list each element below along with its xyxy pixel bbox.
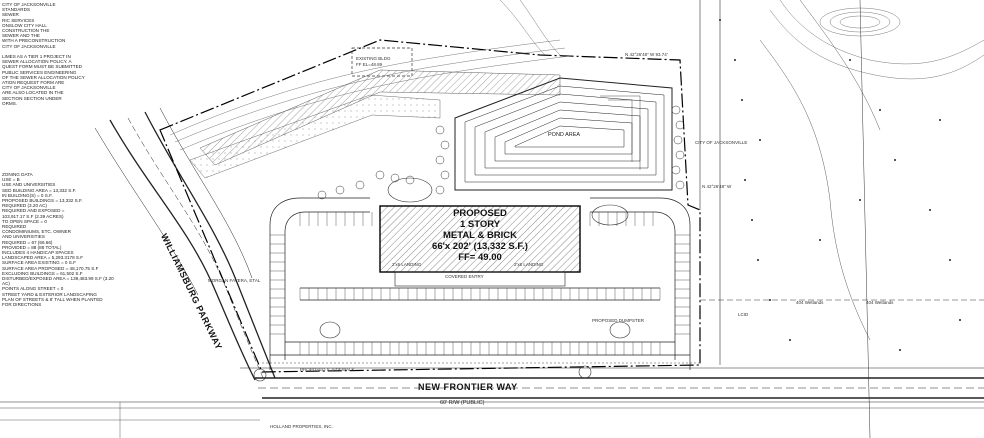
spot-elevation-marker (757, 259, 759, 261)
spot-elevation-marker (819, 239, 821, 241)
spot-elevation-marker (859, 199, 861, 201)
landing-label-b: 2'x6 LANDING (514, 262, 544, 267)
general-notes: CITY OF JACKSONVILLE STANDARDS SEWER RIC… (2, 2, 85, 106)
frontier-row-label: 60' R/W (PUBLIC) (440, 400, 485, 406)
building-label: PROPOSED 1 STORY METAL & BRICK 66'x 202'… (420, 208, 540, 263)
existing-bldg-ff: FF EL=48.89 (356, 62, 383, 67)
proposed-building (379, 205, 581, 273)
spot-elevation-marker (744, 179, 746, 181)
building-line-5: FF= 49.00 (458, 252, 502, 263)
spot-elevation-marker (759, 139, 761, 141)
spot-elevation-marker (959, 319, 961, 321)
frontier-way-label: NEW FRONTIER WAY (418, 382, 518, 392)
spot-elevation-marker (719, 19, 721, 21)
spot-elevation-marker (939, 119, 941, 121)
pond-area (454, 77, 673, 191)
spot-elevation-marker (741, 99, 743, 101)
dumpster-label: PROPOSED DUMPSTER (592, 318, 645, 323)
spot-elevation-marker (899, 349, 901, 351)
bearing-mid: N 42°26'48" W (702, 184, 732, 189)
zoning-notes: ZONING DATA USE = B USE AND UNIVERSITIES… (2, 172, 114, 308)
spot-elevation-marker (751, 219, 753, 221)
wetlands-label-a: 404 Wetlands (796, 300, 824, 305)
property-boundary (159, 39, 701, 373)
sidewalk-label: PROPOSED 5' SIDEWALK (300, 367, 355, 372)
spot-elevation-marker (789, 339, 791, 341)
landing-label-a: 2'x6 LANDING (392, 262, 422, 267)
spot-elevation-marker (769, 299, 771, 301)
parkway-lines (94, 107, 276, 381)
spot-elevation-marker (894, 159, 896, 161)
spot-elevation-marker (849, 59, 851, 61)
wetlands-label-b: 404 Wetlands (866, 300, 894, 305)
morgan-label: MORGAN FAVERA, ETAL (208, 278, 261, 283)
pond-label: POND AREA (548, 132, 581, 138)
spot-elevation-marker (879, 109, 881, 111)
bearing-top: N 42°26'48" W 93.74' (625, 52, 668, 57)
spot-elevation-marker (734, 59, 736, 61)
spot-elevation-marker (929, 209, 931, 211)
spot-elevation-marker (949, 259, 951, 261)
city-label: CITY OF JACKSONVILLE (695, 140, 748, 145)
existing-bldg-label: EXISTING BLDG (356, 56, 391, 61)
building-line-4: 66'x 202' (13,332 S.F.) (432, 241, 528, 252)
holland-label: HOLLAND PROPERTIES, INC. (270, 424, 333, 429)
covered-entry-label: COVERED ENTRY (445, 274, 484, 279)
building-line-2: 1 STORY (459, 219, 501, 230)
lcid-label: LCID (738, 312, 749, 317)
building-line-3: METAL & BRICK (442, 230, 518, 241)
building-line-1: PROPOSED (453, 208, 507, 219)
frontier-road-lines (0, 367, 984, 409)
tree-line (317, 105, 685, 200)
